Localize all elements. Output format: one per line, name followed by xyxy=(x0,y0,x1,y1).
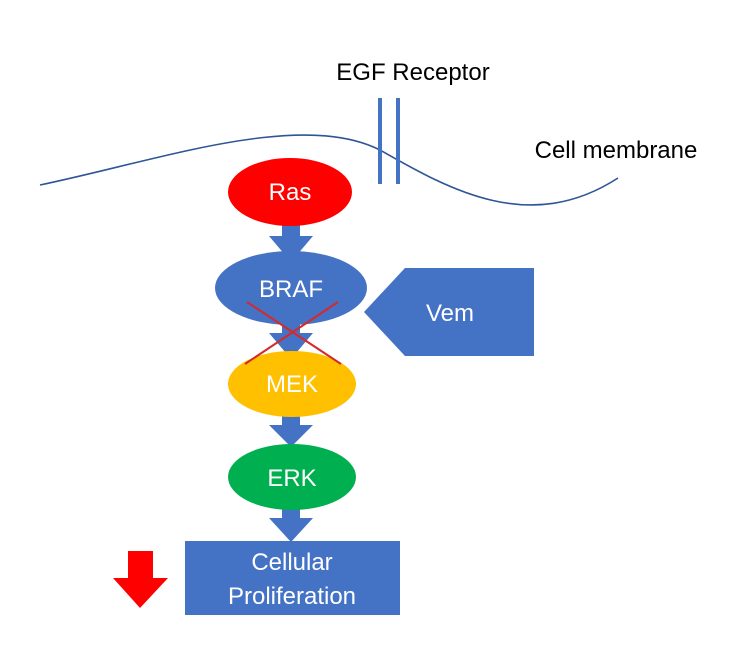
mek-label: MEK xyxy=(266,371,318,398)
mek-node xyxy=(228,351,356,417)
erk-label: ERK xyxy=(267,465,316,492)
vem-inhibitor-shape xyxy=(364,268,534,356)
braf-label: BRAF xyxy=(259,276,323,303)
proliferation-label-line1: Cellular xyxy=(251,549,332,576)
erk-node xyxy=(228,444,356,510)
membrane-label: Cell membrane xyxy=(535,137,698,164)
arrow-braf-to-mek xyxy=(269,312,313,359)
inhibition-cross-line-2 xyxy=(244,301,339,365)
decrease-arrow-icon xyxy=(113,551,168,608)
ras-label: Ras xyxy=(269,179,312,206)
proliferation-label-line2: Proliferation xyxy=(228,583,356,610)
proliferation-box xyxy=(185,541,400,615)
receptor-bar-right xyxy=(396,98,400,184)
receptor-label: EGF Receptor xyxy=(336,59,489,86)
arrow-ras-to-braf xyxy=(269,215,313,262)
receptor-bar-left xyxy=(378,98,382,184)
ras-node xyxy=(228,158,352,226)
vem-label: Vem xyxy=(426,300,474,327)
inhibition-cross-line-1 xyxy=(246,301,342,365)
arrow-erk-to-output xyxy=(269,505,313,542)
arrow-mek-to-erk xyxy=(269,410,313,447)
